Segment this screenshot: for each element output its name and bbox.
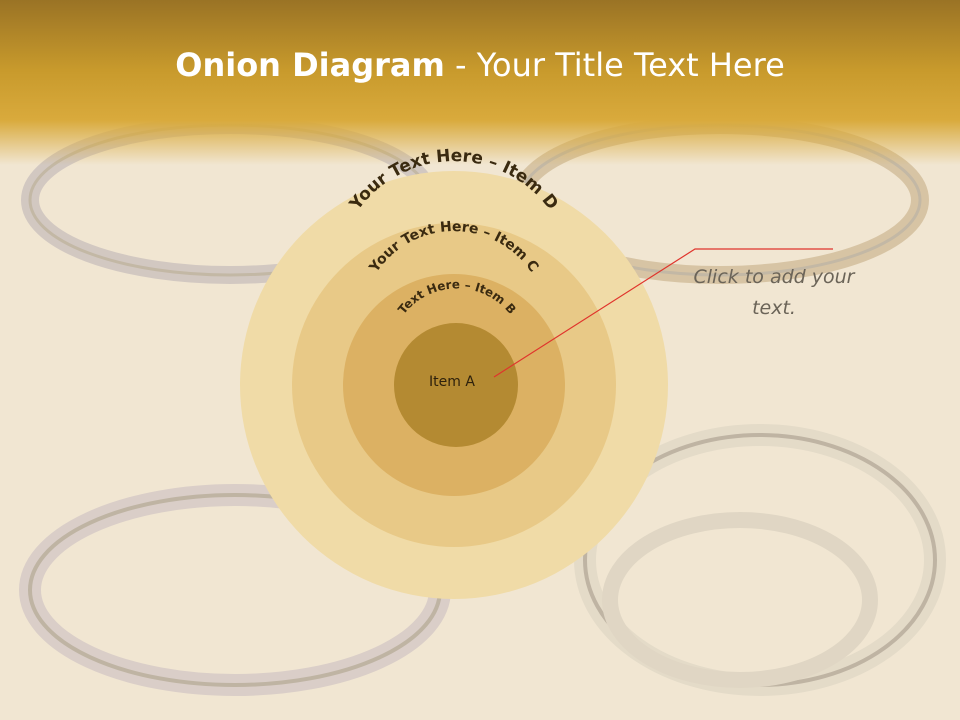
onion-layer-a[interactable] [394,323,518,447]
callout-connector-line [493,248,833,378]
slide-title[interactable]: Onion Diagram - Your Title Text Here [0,46,960,84]
layer-a-label: Item A [429,374,475,390]
title-rest-text: - Your Title Text Here [444,46,785,84]
callout-text-box[interactable]: Click to add your text. [693,266,855,319]
title-band [0,0,960,165]
title-bold-text: Onion Diagram [175,46,445,84]
